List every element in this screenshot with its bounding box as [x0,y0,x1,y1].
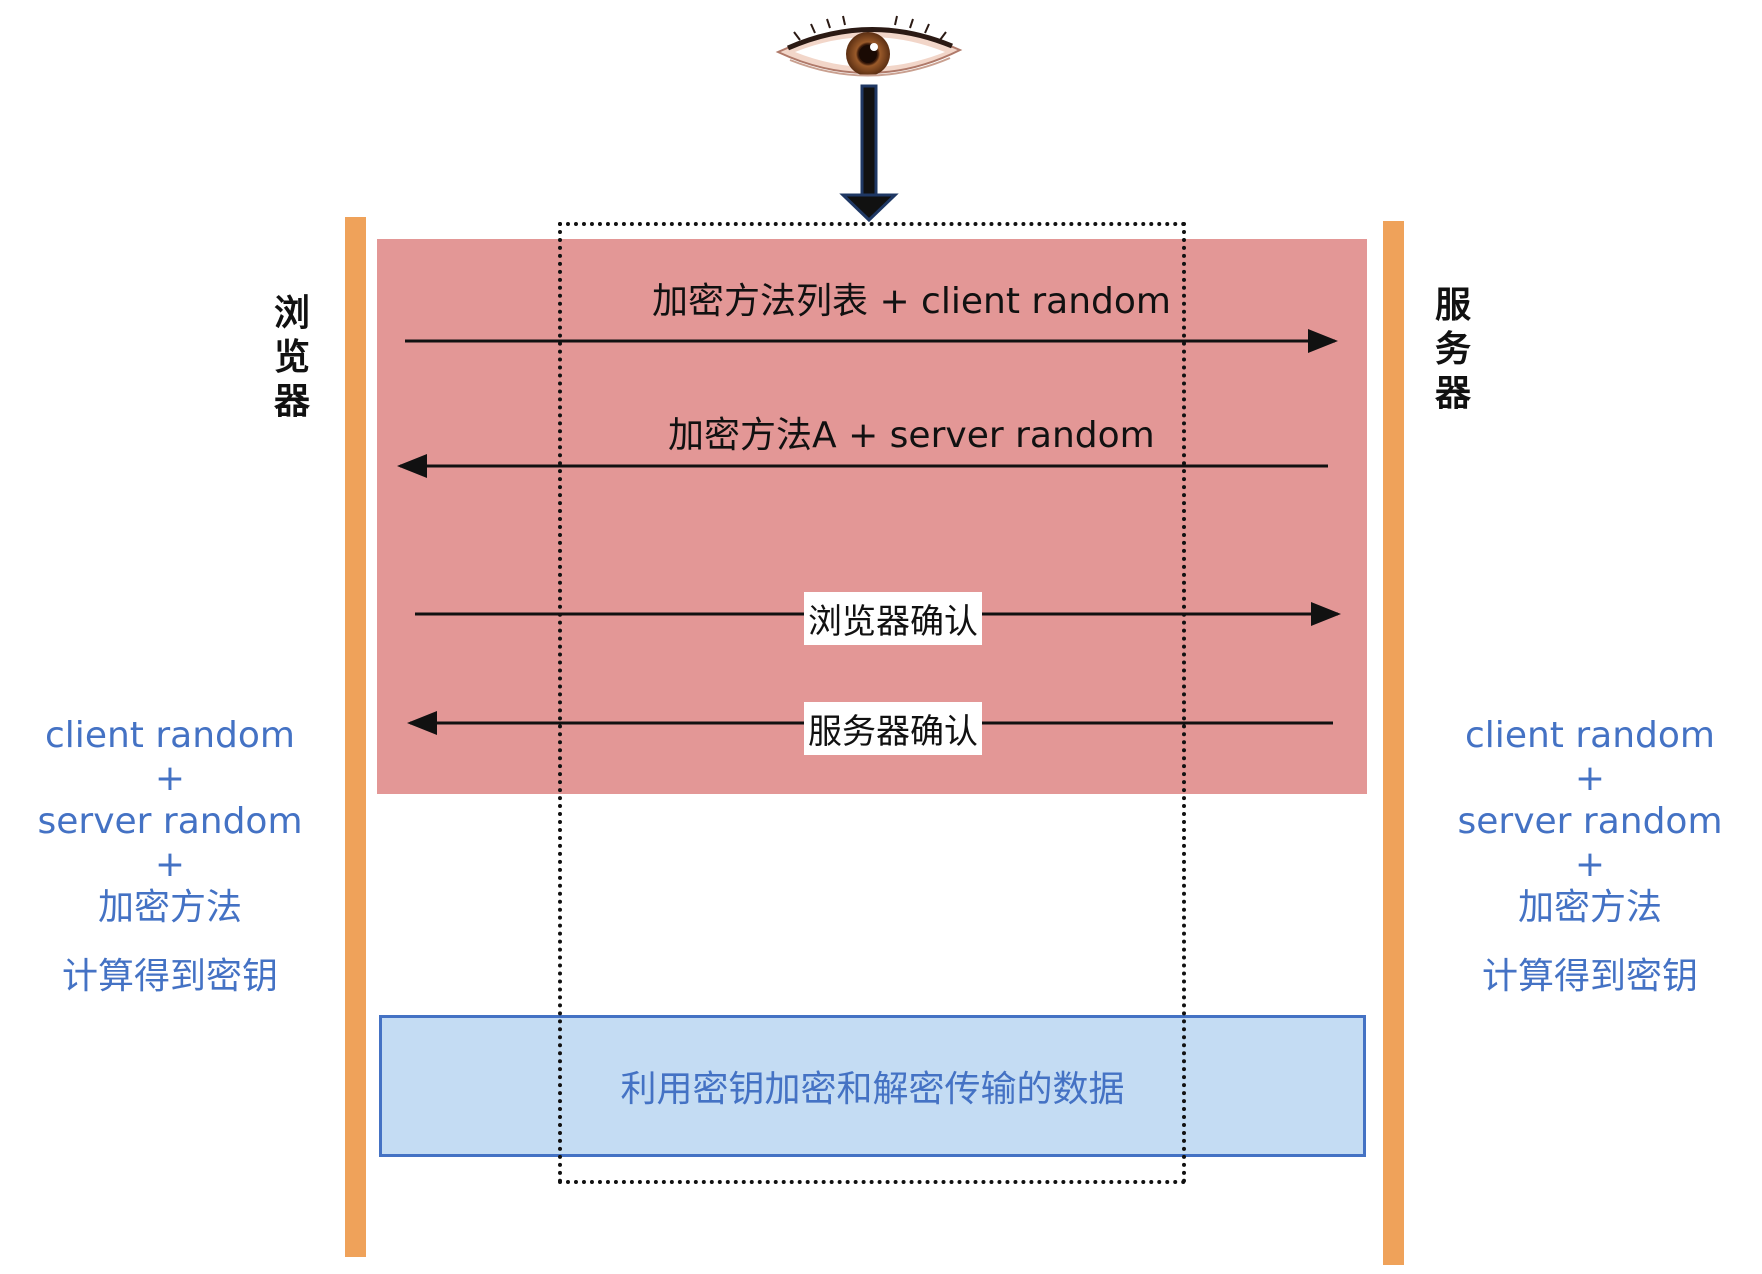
calc-result: 计算得到密钥 [1481,956,1698,997]
browser-lifeline [345,217,366,1257]
calc-plus: + [1574,844,1606,885]
browser-label: 浏 览 器 [270,292,314,424]
message-browser-confirm: 浏览器确认 [804,592,982,645]
browser-label-char: 浏 [273,293,310,334]
encrypted-data-region: 利用密钥加密和解密传输的数据 [379,1015,1366,1157]
eye-icon [775,15,963,77]
calc-line: client random [45,715,295,756]
calc-line: server random [37,801,303,842]
calc-line: server random [1457,801,1723,842]
server-label-char: 器 [1434,373,1471,414]
server-label: 服 务 器 [1431,284,1475,416]
server-key-derivation: client random + server random + 加密方法 计算得… [1440,714,1740,998]
calc-line: 加密方法 [97,887,242,928]
server-label-char: 服 [1434,285,1471,326]
calc-plus: + [1574,758,1606,799]
handshake-region [377,239,1367,794]
observer-frame [558,222,1186,1184]
server-lifeline [1383,221,1404,1265]
calc-line: 加密方法 [1517,887,1662,928]
data-box-label: 利用密钥加密和解密传输的数据 [620,1069,1125,1110]
browser-label-char: 览 [273,337,310,378]
calc-plus: + [154,844,186,885]
server-label-char: 务 [1434,329,1471,370]
down-arrow-icon [839,84,899,223]
browser-label-char: 器 [273,381,310,422]
calc-plus: + [154,758,186,799]
browser-key-derivation: client random + server random + 加密方法 计算得… [20,714,320,998]
calc-line: client random [1465,715,1715,756]
message-server-confirm: 服务器确认 [804,702,982,755]
calc-result: 计算得到密钥 [61,956,278,997]
message-server-hello: 加密方法A + server random [668,415,1155,456]
message-client-hello: 加密方法列表 + client random [652,281,1171,322]
